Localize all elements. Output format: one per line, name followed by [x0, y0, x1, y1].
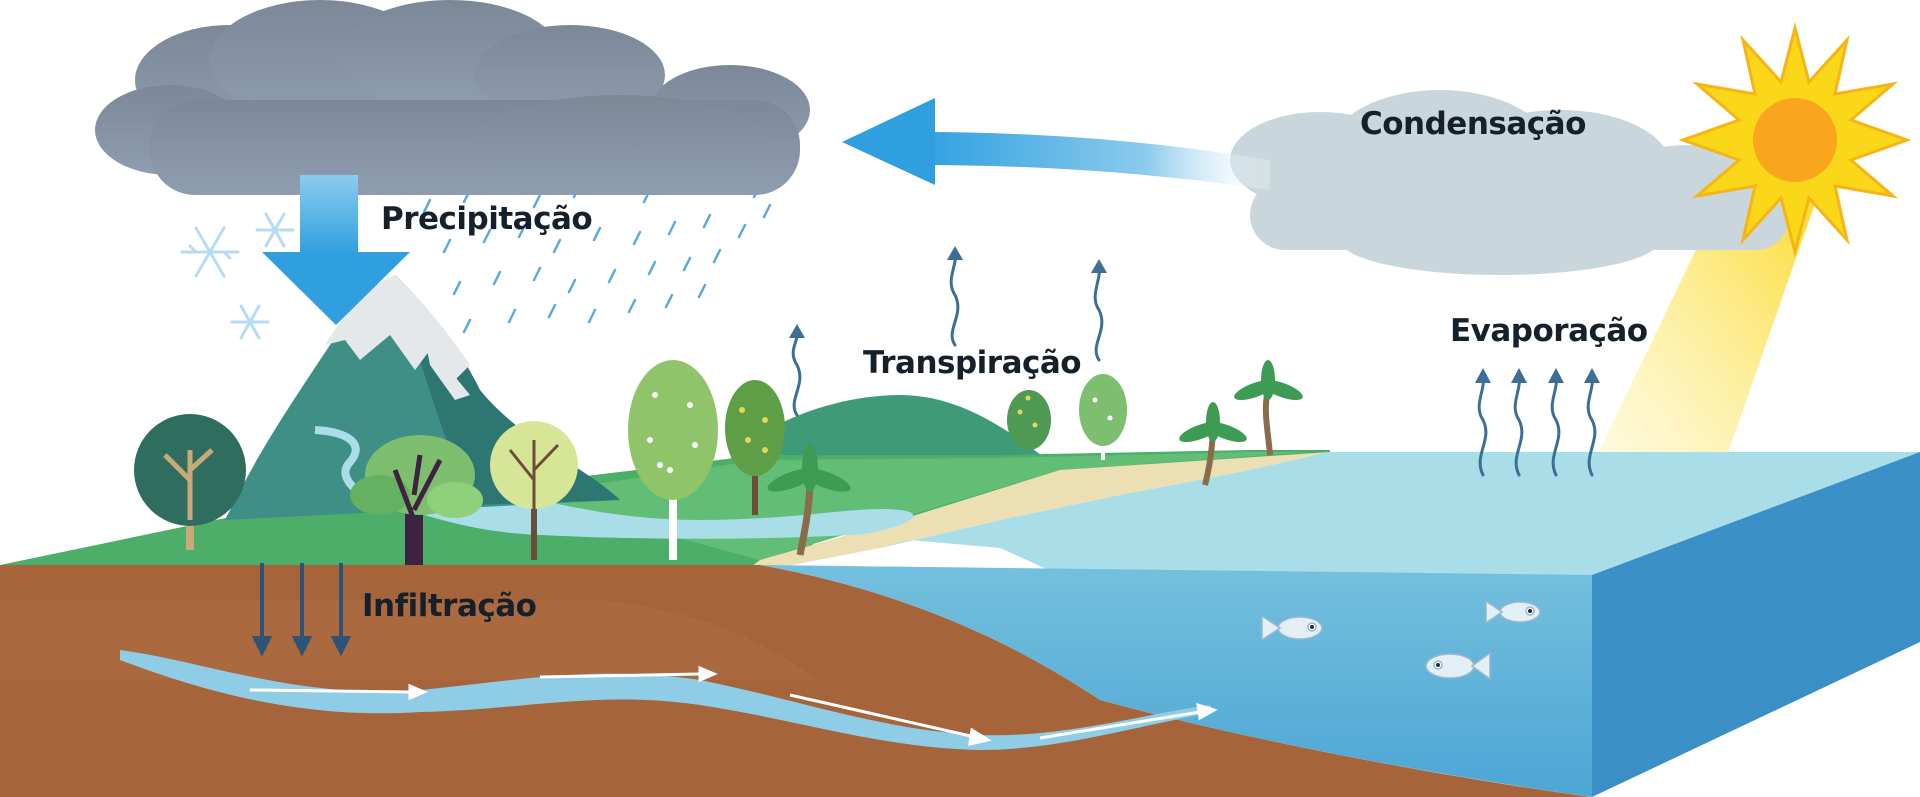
label-precipitation: Precipitação	[381, 201, 593, 237]
tree-icon	[1007, 374, 1127, 460]
ocean-front	[760, 565, 1592, 797]
groundwater-arrows	[249, 665, 1218, 746]
snowflake-icon	[180, 212, 295, 340]
groundwater-flow	[120, 650, 1215, 750]
label-condensation: Condensação	[1360, 106, 1586, 142]
evaporation-arrowheads	[1475, 368, 1600, 383]
ocean-side	[1592, 452, 1920, 797]
precipitation-arrow	[262, 175, 410, 325]
infiltration-arrows	[251, 563, 352, 657]
transpiration-arrowheads	[789, 246, 1107, 338]
forest-trees	[134, 360, 785, 565]
evaporation-arrows	[1477, 373, 1597, 477]
condensation-cloud	[1230, 90, 1790, 275]
sun-icon	[1678, 22, 1912, 258]
fish-icon	[1261, 599, 1541, 681]
label-infiltration: Infiltração	[362, 588, 537, 624]
label-transpiration: Transpiração	[863, 345, 1082, 381]
palm-tree-icon	[767, 360, 1303, 556]
rain-cloud-icon	[95, 0, 810, 195]
mountain-snow-streak	[425, 340, 470, 400]
label-evaporation: Evaporação	[1450, 313, 1648, 349]
beach	[740, 452, 1330, 575]
ocean-surface	[880, 452, 1920, 575]
soil-texture	[0, 600, 820, 680]
transpiration-arrows	[791, 250, 1104, 417]
condensation-arrow	[842, 98, 1270, 190]
